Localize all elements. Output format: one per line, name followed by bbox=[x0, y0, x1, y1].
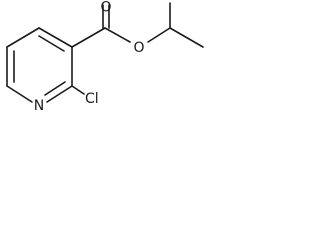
atom-label-carbonyl-oxygen: O bbox=[100, 0, 111, 16]
ring-double-bond-n1-c2 bbox=[44, 81, 66, 96]
bond-c2-cl bbox=[71, 85, 85, 95]
chemical-structure-diagram: N Cl O O bbox=[6, 0, 204, 114]
substituent-bonds bbox=[71, 2, 204, 95]
ring-bond-c6-n1 bbox=[6, 85, 33, 103]
atom-label-chlorine: Cl bbox=[85, 91, 99, 107]
atom-label-ester-oxygen: O bbox=[133, 40, 144, 56]
ring-bond-c3-c4 bbox=[38, 27, 73, 48]
ring-bond-n1-c2 bbox=[46, 85, 73, 103]
bond-ester-o-isopropyl-ch bbox=[147, 27, 171, 43]
atom-label-ring-nitrogen: N bbox=[34, 98, 44, 114]
ring-bond-c4-c5 bbox=[6, 27, 40, 48]
bond-c3-carbonyl-carbon bbox=[71, 27, 106, 48]
bond-carbonyl-c-ester-o bbox=[104, 27, 131, 43]
pyridine-ring bbox=[6, 27, 73, 103]
ring-double-bond-c3-c4 bbox=[38, 35, 65, 52]
bond-isopropyl-ch-methyl-right bbox=[169, 27, 204, 48]
